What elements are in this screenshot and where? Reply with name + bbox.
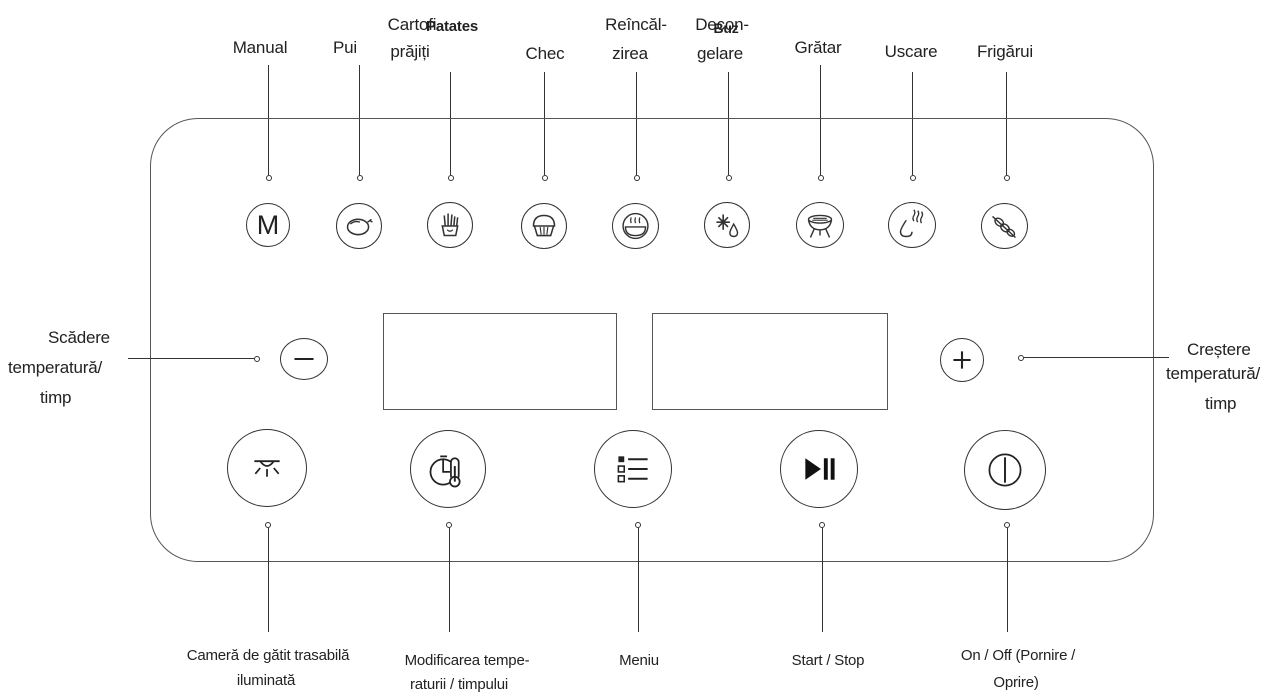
leader-decrease xyxy=(128,358,254,360)
label-increase-line3: timp xyxy=(1205,394,1237,413)
label-manual: Manual xyxy=(232,38,288,57)
leader-chicken xyxy=(359,65,361,175)
play-pause-icon xyxy=(805,458,835,480)
letter-m-icon: M xyxy=(256,210,280,240)
reheat-icon xyxy=(622,212,649,240)
leader-dry xyxy=(912,72,914,175)
decrease-button[interactable] xyxy=(280,338,328,380)
label-menu: Meniu xyxy=(619,652,659,669)
leader-light xyxy=(268,528,270,632)
label-increase-line1: Creștere xyxy=(1187,340,1251,359)
dot-reheat xyxy=(634,175,640,181)
leader-modify xyxy=(449,528,451,632)
dot-light xyxy=(265,522,271,528)
dot-defrost xyxy=(726,175,732,181)
label-chicken: Pui xyxy=(333,38,357,57)
plus-icon xyxy=(953,351,971,369)
dry-button[interactable] xyxy=(888,202,936,248)
label-light-line2: iluminată xyxy=(236,672,296,689)
defrost-button[interactable] xyxy=(704,202,750,248)
menu-list-icon xyxy=(617,456,648,483)
label-power-line1: On / Off (Pornire / xyxy=(960,647,1076,664)
leader-grill xyxy=(820,65,822,175)
dot-cake xyxy=(542,175,548,181)
display-right xyxy=(652,313,888,410)
label-fries-line1: Cartofi xyxy=(387,15,437,34)
leader-cake xyxy=(544,72,546,175)
label-skewers: Frigărui xyxy=(976,42,1034,61)
label-defrost-line1: Decon- xyxy=(695,15,749,34)
leader-manual xyxy=(268,65,270,175)
label-reheat-line1: Reîncăl- xyxy=(605,15,667,34)
dot-decrease xyxy=(254,356,260,362)
label-modify-line2: raturii / timpului xyxy=(409,676,509,693)
start-stop-button[interactable] xyxy=(780,430,858,508)
label-defrost-line2: gelare xyxy=(696,44,744,63)
label-decrease-line3: timp xyxy=(40,388,72,407)
leader-reheat xyxy=(636,72,638,175)
leader-start-stop xyxy=(822,528,824,632)
leader-power xyxy=(1007,528,1009,632)
label-cake: Chec xyxy=(525,44,565,63)
manual-button[interactable]: M xyxy=(246,203,290,247)
grill-icon xyxy=(807,214,833,238)
light-icon xyxy=(254,460,280,477)
dot-dry xyxy=(910,175,916,181)
leader-defrost xyxy=(728,72,730,175)
power-icon xyxy=(988,453,1022,487)
cake-button[interactable] xyxy=(521,203,567,249)
power-button[interactable] xyxy=(964,430,1046,510)
label-increase-line2: temperatură/ xyxy=(1166,364,1260,383)
label-defrost-overlay: Buz xyxy=(713,20,739,36)
skewers-button[interactable] xyxy=(981,203,1028,249)
minus-icon xyxy=(294,357,314,361)
leader-fries xyxy=(450,72,452,175)
dot-grill xyxy=(818,175,824,181)
fries-icon xyxy=(441,213,459,237)
display-left xyxy=(383,313,617,410)
label-dry: Uscare xyxy=(884,42,938,61)
dot-fries xyxy=(448,175,454,181)
label-decrease-line1: Scădere xyxy=(48,328,110,347)
leader-menu xyxy=(638,528,640,632)
dot-chicken xyxy=(357,175,363,181)
label-grill: Grătar xyxy=(794,38,842,57)
increase-button[interactable] xyxy=(940,338,984,382)
dot-skewers xyxy=(1004,175,1010,181)
skewer-icon xyxy=(992,215,1016,239)
chicken-icon xyxy=(346,218,373,236)
label-light-line1: Cameră de gătit trasabilă xyxy=(186,647,350,664)
fries-button[interactable] xyxy=(427,202,473,248)
label-fries-line2: prăjiți xyxy=(390,42,430,61)
dot-modify xyxy=(446,522,452,528)
label-power-line2: Oprire) xyxy=(993,674,1039,691)
dot-start-stop xyxy=(819,522,825,528)
grill-button[interactable] xyxy=(796,202,844,248)
label-start-stop: Start / Stop xyxy=(791,652,865,669)
timer-thermometer-icon xyxy=(429,455,461,488)
cake-icon xyxy=(532,214,556,237)
dot-increase xyxy=(1018,355,1024,361)
leader-skewers xyxy=(1006,72,1008,175)
label-decrease-line2: temperatură/ xyxy=(8,358,102,377)
leader-increase xyxy=(1024,357,1169,359)
dot-menu xyxy=(635,522,641,528)
menu-button[interactable] xyxy=(594,430,672,508)
light-button[interactable] xyxy=(227,429,307,507)
dry-icon xyxy=(899,209,924,238)
label-modify-line1: Modificarea tempe- xyxy=(404,652,530,669)
panel-outline xyxy=(150,118,1154,562)
dot-manual xyxy=(266,175,272,181)
modify-button[interactable] xyxy=(410,430,486,508)
reheat-button[interactable] xyxy=(612,203,659,249)
label-reheat-line2: zirea xyxy=(612,44,648,63)
chicken-button[interactable] xyxy=(336,203,382,249)
defrost-icon xyxy=(716,214,739,238)
label-fries-overlay: Patates xyxy=(426,18,478,35)
dot-power xyxy=(1004,522,1010,528)
